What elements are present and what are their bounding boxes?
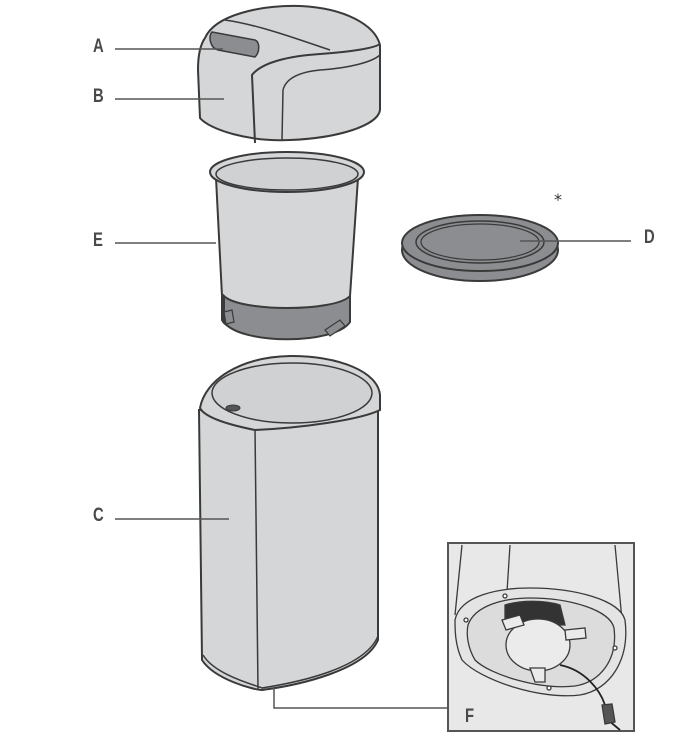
label-a: A (93, 36, 104, 57)
part-b-lid (196, 4, 381, 144)
part-f-inset (447, 542, 635, 732)
label-c: C (93, 505, 104, 526)
label-e: E (93, 230, 103, 251)
label-f: F (465, 706, 475, 727)
part-e-bowl (209, 151, 365, 341)
leader-line-f (273, 688, 448, 709)
asterisk-note-marker: * (554, 190, 562, 209)
part-d-cover (401, 214, 559, 282)
label-d: D (644, 227, 655, 248)
part-a-button (209, 31, 260, 58)
part-c-base (197, 354, 381, 692)
leader-lines (115, 48, 631, 709)
label-b: B (93, 86, 104, 107)
